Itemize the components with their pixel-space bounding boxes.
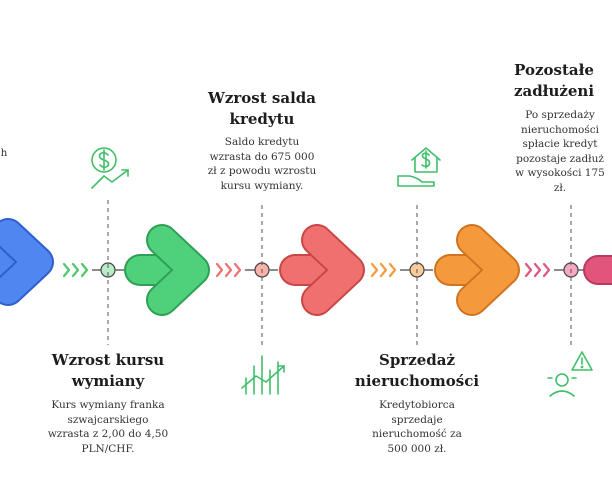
step-4-description: Kredytobiorca sprzedaje nieruchomość za … [372, 399, 462, 455]
step-3-description: Saldo kredytu wzrasta do 675 000 zł z po… [207, 136, 317, 192]
step-3-arrow [279, 224, 365, 316]
step-2-arrow [124, 224, 210, 316]
step-5-title: Pozostałe zadłużeni [513, 61, 595, 100]
chevrons-1 [62, 262, 89, 278]
step-1-description: h [0, 147, 8, 159]
money-growth-icon [91, 147, 129, 189]
step-1-arrow [0, 218, 54, 306]
chevrons-2 [215, 262, 242, 278]
step-2-description: Kurs wymiany franka szwajcarskiego wzras… [47, 399, 169, 455]
step-5-description: Po sprzedaży nieruchomości spłacie kredy… [515, 109, 605, 194]
step-3-title: Wzrost salda kredytu [208, 89, 316, 128]
chevrons-3 [370, 262, 397, 278]
step-4-arrow [434, 224, 520, 316]
step-2-title: Wzrost kursu wymiany [51, 351, 165, 390]
warning-person-icon [547, 351, 593, 397]
chevrons-4 [524, 262, 551, 278]
house-sale-icon [397, 147, 441, 187]
step-4-title: Sprzedaż nieruchomości [354, 351, 480, 390]
bar-chart-growth-icon [241, 355, 285, 395]
